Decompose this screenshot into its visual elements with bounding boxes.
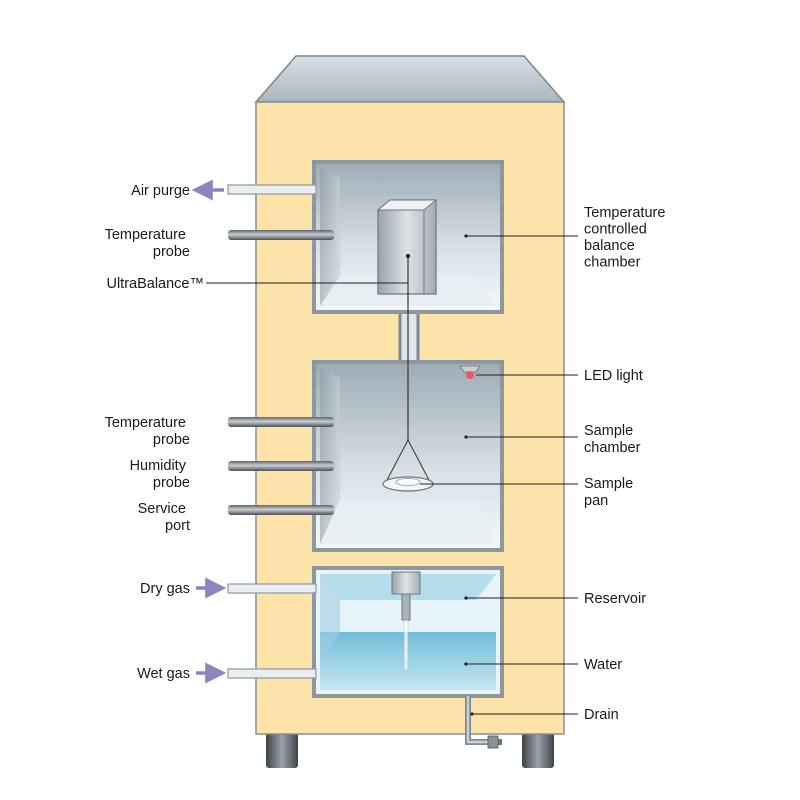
connecting-shaft (398, 310, 420, 364)
label-water: Water (584, 657, 622, 673)
label-ultrabalance: UltraBalance™ (106, 276, 204, 292)
wet-gas-port (227, 668, 317, 679)
label-drain: Drain (584, 707, 619, 723)
led-light (459, 365, 481, 379)
ultrabalance-unit (376, 199, 438, 295)
humidity-nozzle (391, 571, 421, 671)
temperature-probe-mid (228, 417, 334, 427)
cabinet-roof (254, 55, 566, 103)
label-wet-gas: Wet gas (137, 666, 190, 682)
leader-dots (464, 234, 474, 716)
foot-left (266, 732, 298, 768)
air-purge-port (227, 184, 317, 195)
dry-gas-port (227, 583, 317, 594)
label-balance-chamber: Temperature controlled balance chamber (584, 205, 669, 271)
label-service-port: Service port (138, 501, 190, 534)
humidity-probe (228, 461, 334, 471)
cabinet-feet (266, 732, 554, 768)
left-labels: Air purge Temperature probe UltraBalance… (105, 183, 204, 682)
label-dry-gas: Dry gas (140, 581, 190, 597)
sample-pan-assembly (382, 256, 434, 492)
label-reservoir: Reservoir (584, 591, 646, 607)
label-sample-pan: Sample pan (584, 476, 637, 509)
service-port (228, 505, 334, 515)
foot-right (522, 732, 554, 768)
temperature-probe-top (228, 230, 334, 240)
label-air-purge: Air purge (131, 183, 190, 199)
label-temperature-probe-top: Temperature probe (105, 227, 190, 260)
right-labels: Temperature controlled balance chamber L… (584, 205, 669, 723)
drain-pipe (465, 696, 502, 749)
leader-lines (206, 235, 578, 715)
label-led-light: LED light (584, 368, 643, 384)
label-humidity-probe: Humidity probe (130, 458, 190, 491)
label-sample-chamber: Sample chamber (584, 423, 641, 456)
label-temperature-probe-mid: Temperature probe (105, 415, 190, 448)
